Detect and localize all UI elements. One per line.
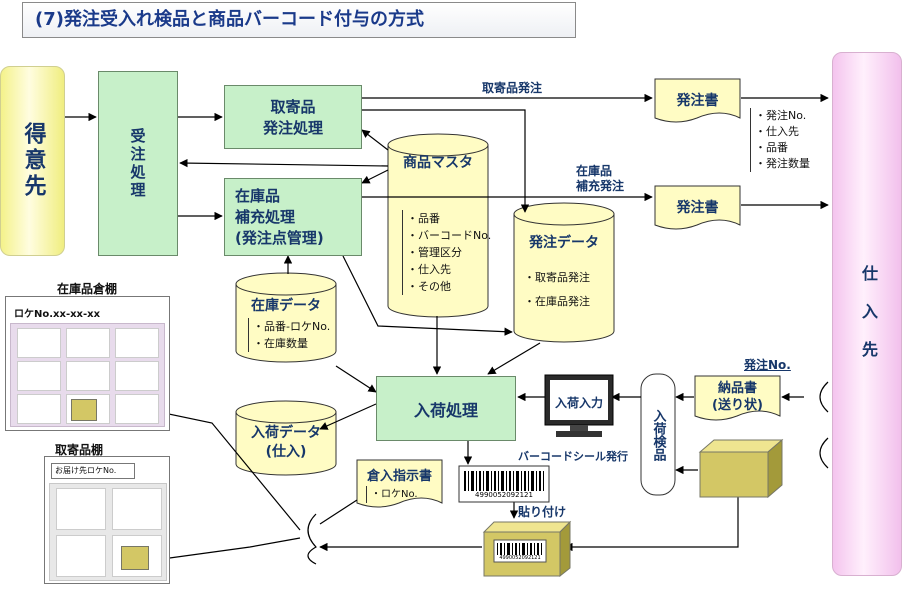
barcode-sticker [458,465,550,503]
order-form-field: ・仕入先 [755,125,799,138]
order-form-field: ・発注No. [755,109,807,122]
location-code-label: ロケNo.xx-xx-xx [14,309,101,320]
order-form-field: ・品番 [755,141,788,154]
shelf-slot [115,394,159,424]
special-order-flow-label: 取寄品発注 [482,81,543,95]
order-data-field: ・在庫品発注 [524,295,590,308]
stock-data-field: ・品番-ロケNo. [253,320,331,333]
shelf-slot [66,394,110,424]
product-master-title: 商品マスタ [403,155,473,171]
shelf-item-box [71,399,97,421]
special-order-process: 取寄品 発注処理 [224,85,362,149]
paste-label: 貼り付け [518,505,567,519]
stock-replenish-line-3: (発注点管理) [235,228,324,247]
order-data-cylinder [513,202,615,343]
customer-bar: 得意先 [0,66,65,256]
stock-replenish-process: 在庫品 補充処理 (発注点管理) [224,178,362,256]
order-form-1-label: 発注書 [676,93,719,109]
delivery-loc-label: お届け先ロケNo. [51,463,135,479]
shelf-slot [17,328,61,358]
store-instruction-field: ・ロケNo. [366,486,418,503]
product-master-field: ・その他 [407,280,451,293]
shelf-slot [115,328,159,358]
receiving-process: 入荷処理 [376,376,516,441]
inspection-box-text: 入荷検品 [641,374,675,495]
barcode-issue-label: バーコードシール発行 [518,450,628,463]
receipt-data-cylinder [235,400,337,476]
stock-data-cylinder [235,272,337,363]
stock-shelf: ロケNo.xx-xx-xx [5,296,170,431]
stock-shelf-title: 在庫品倉棚 [57,282,118,296]
special-order-line-2: 発注処理 [262,119,323,137]
order-form-doc-1 [654,78,741,123]
supplier-bar: 仕入先 [832,52,902,576]
order-no-label: 発注No. [744,358,791,372]
shelf-slot [66,328,110,358]
product-master-fields: ・品番 ・バーコードNo. ・管理区分 ・仕入先 ・その他 [402,210,491,295]
receipt-data-title: 入荷データ (仕入) [251,425,321,460]
store-instruction-title: 倉入指示書 [366,469,432,484]
terminal-label: 入荷入力 [554,396,603,410]
shelf-slot [17,394,61,424]
order-form-doc-2 [654,185,741,230]
special-shelf-title: 取寄品棚 [55,443,104,457]
stock-shelf-grid [10,323,165,427]
product-master-field: ・管理区分 [407,246,462,259]
shelf-slot [112,488,162,530]
box-barcode-number: 4990052092121 [499,555,541,561]
stock-data-field: ・在庫数量 [253,337,308,350]
inspection-box [640,373,676,496]
customer-label: 得意先 [20,122,46,200]
order-receive-label: 受注処理 [128,127,147,200]
delivery-note-doc [694,375,781,421]
stock-data-title: 在庫データ [251,298,321,314]
shelf-slot [66,361,110,391]
shelf-slot [56,488,106,530]
shelf-item-box [121,546,149,570]
inspection-label: 入荷検品 [650,408,666,461]
shelf-slot [56,535,106,577]
delivery-note-text: 納品書 (送り状) [712,381,763,413]
order-data-title: 発注データ [529,235,599,251]
order-form-2-label: 発注書 [676,200,719,216]
order-form-field: ・発注数量 [755,157,810,170]
stock-replenish-line-2: 補充処理 [235,207,296,226]
computer-monitor-icon [544,374,614,437]
shelf-slot [112,535,162,577]
shelf-slot [115,361,159,391]
shelf-slot [17,361,61,391]
stock-replenish-line-1: 在庫品 [235,186,281,205]
product-master-field: ・品番 [407,212,440,225]
stock-order-flow-label: 在庫品 補充発注 [576,164,625,193]
page-title: (7)発注受入れ検品と商品バーコード付与の方式 [22,2,576,38]
order-data-fields: ・取寄品発注 ・在庫品発注 [524,266,590,314]
special-shelf-grid [49,483,167,581]
labeled-box-3d [482,520,572,578]
product-master-cylinder [387,133,489,318]
order-data-field: ・取寄品発注 [524,271,590,284]
product-master-field: ・バーコードNo. [407,229,492,242]
supplier-label: 仕入先 [859,265,878,379]
order-receive-process: 受注処理 [98,71,178,256]
store-instruction-doc [356,459,443,508]
product-master-field: ・仕入先 [407,263,451,276]
goods-box-3d [698,438,784,499]
special-shelf: お届け先ロケNo. [44,456,170,584]
barcode-number: 4990052092121 [475,491,533,499]
special-order-line-1: 取寄品 [270,98,316,116]
order-form-fields: ・発注No. ・仕入先 ・品番 ・発注数量 [750,108,810,172]
stock-data-fields: ・品番-ロケNo. ・在庫数量 [248,318,330,352]
